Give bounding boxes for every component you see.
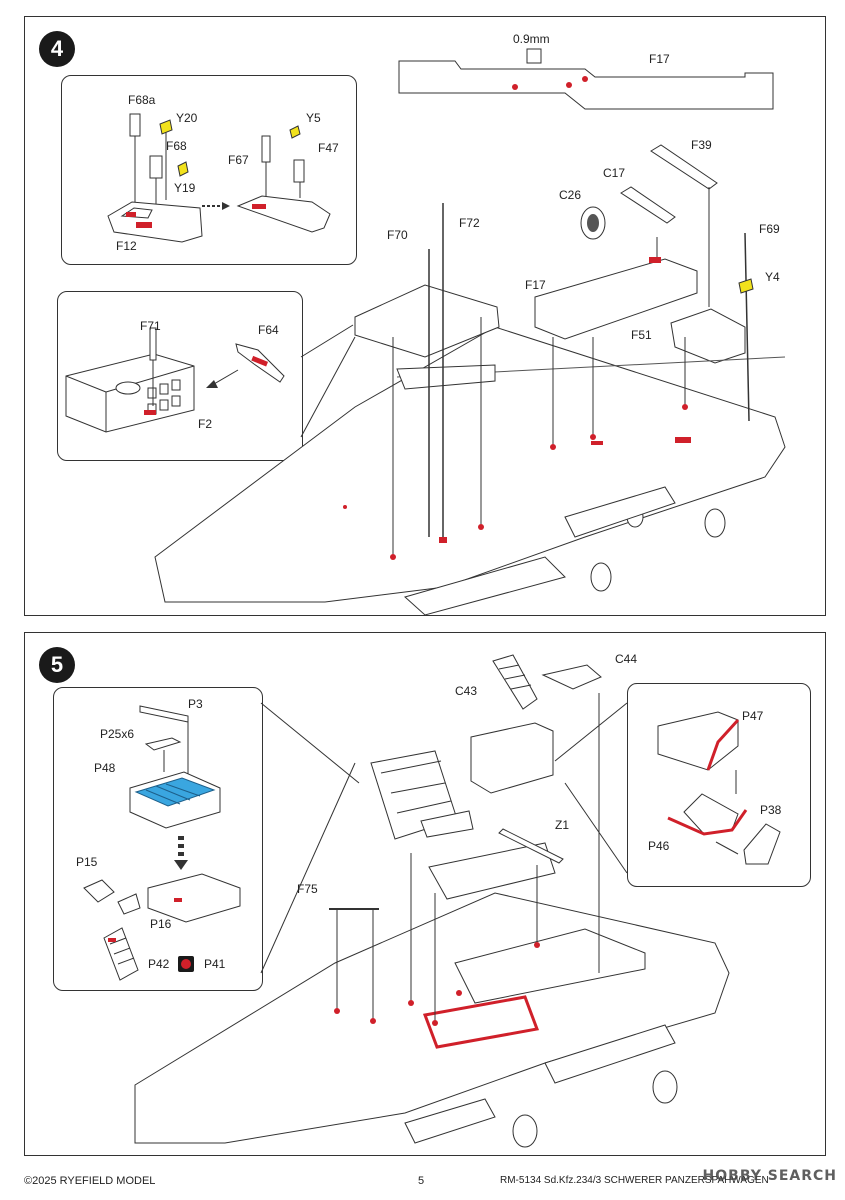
label-F67: F67: [228, 153, 249, 167]
label-F17: F17: [525, 278, 546, 292]
label-P42: P42: [148, 957, 170, 971]
callout-armor-plates: P47 P38 P46: [627, 683, 811, 887]
callout-stowage-box: F71 F64 F2: [57, 291, 303, 461]
label-F75: F75: [297, 882, 318, 896]
step-4-panel: 4: [24, 16, 826, 616]
label-P38: P38: [760, 803, 782, 817]
label-Y20: Y20: [176, 111, 198, 125]
label-F17-top: F17: [649, 52, 670, 66]
step-number: 5: [39, 647, 75, 683]
label-F69: F69: [759, 222, 780, 236]
ammo-rack-drawing: [83, 705, 241, 981]
label-F68a: F68a: [128, 93, 156, 107]
label-P48: P48: [94, 761, 116, 775]
step-number: 4: [39, 31, 75, 67]
product-title: RM-5134 Sd.Kfz.234/3 SCHWERER PANZERSPAH…: [500, 1175, 769, 1186]
label-F51: F51: [631, 328, 652, 342]
label-F68: F68: [166, 139, 187, 153]
copyright-text: ©2025 RYEFIELD MODEL: [24, 1175, 156, 1187]
label-P16: P16: [150, 917, 172, 931]
page-number: 5: [418, 1175, 425, 1187]
label-F2: F2: [198, 417, 213, 431]
hull-drawing-step4: [154, 48, 786, 616]
label-P15: P15: [76, 855, 98, 869]
callout-ammo-rack: P3 P25x6 P48 P15 P16 P42 P41: [53, 687, 263, 991]
step-5-panel: 5 P3 P25x6 P48 P15 P16 P42 P4: [24, 632, 826, 1156]
label-P3: P3: [188, 697, 203, 711]
label-F72: F72: [459, 216, 480, 230]
label-P25x6: P25x6: [100, 727, 135, 741]
label-C17: C17: [603, 166, 626, 180]
label-F64: F64: [258, 323, 279, 337]
label-C44: C44: [615, 652, 638, 666]
stowage-box-drawing: [65, 327, 285, 433]
label-F71: F71: [140, 319, 161, 333]
label-Y5: Y5: [306, 111, 321, 125]
seat-assembly-drawing: [107, 113, 331, 243]
label-thickness: 0.9mm: [513, 32, 550, 46]
label-F12: F12: [116, 239, 137, 253]
label-F47: F47: [318, 141, 339, 155]
label-Y4: Y4: [765, 270, 780, 284]
label-P47: P47: [742, 709, 764, 723]
callout-seat-assembly: F68a Y20 F68 Y19 F12 Y5 F67 F47: [61, 75, 357, 265]
armor-plates-drawing: [657, 711, 781, 865]
label-Z1: Z1: [555, 818, 570, 832]
watermark: HOBBY SEARCH: [702, 1168, 837, 1184]
label-C26: C26: [559, 188, 582, 202]
hull-drawing-step5: [134, 654, 730, 1148]
label-F70: F70: [387, 228, 408, 242]
label-F39: F39: [691, 138, 712, 152]
label-P41: P41: [204, 957, 226, 971]
label-P46: P46: [648, 839, 670, 853]
label-Y19: Y19: [174, 181, 196, 195]
label-C43: C43: [455, 684, 478, 698]
